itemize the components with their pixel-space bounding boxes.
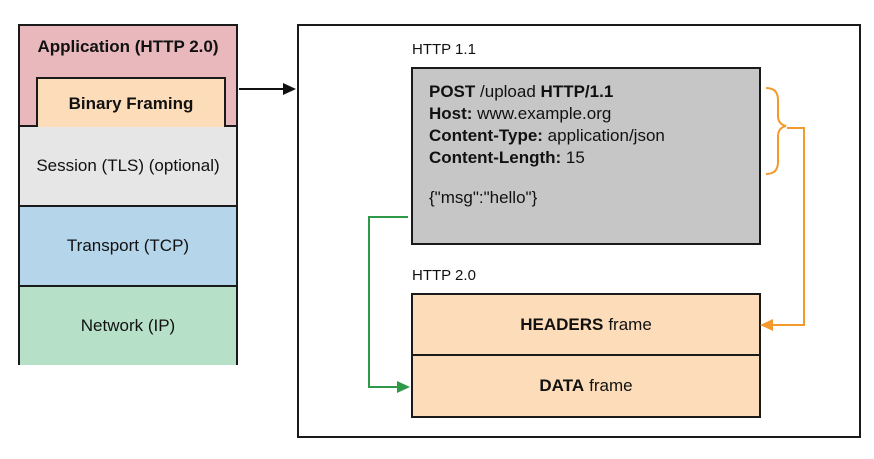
- request-line: POST /upload HTTP/1.1: [429, 81, 759, 103]
- data-arrow-line: [368, 216, 408, 388]
- host-value: www.example.org: [472, 104, 612, 123]
- host-header: Host: www.example.org: [429, 103, 759, 125]
- headers-arrow-line: [772, 127, 805, 326]
- content-length-value: 15: [561, 148, 585, 167]
- request-body: {"msg":"hello"}: [429, 188, 538, 207]
- detail-panel: [297, 24, 861, 438]
- protocol-stack: Application (HTTP 2.0) Binary Framing Se…: [18, 24, 238, 365]
- http2-label: HTTP 2.0: [412, 267, 476, 284]
- headers-arrowhead: [760, 319, 773, 331]
- content-length-key: Content-Length:: [429, 148, 562, 167]
- content-type-value: application/json: [542, 126, 665, 145]
- layer-network: Network (IP): [20, 287, 236, 365]
- layer-transport: Transport (TCP): [20, 207, 236, 287]
- http11-label: HTTP 1.1: [412, 41, 476, 58]
- data-frame-label: frame: [589, 376, 633, 395]
- content-length-header: Content-Length: 15: [429, 147, 759, 169]
- host-key: Host:: [429, 104, 473, 123]
- headers-brace: [765, 87, 787, 175]
- stack-to-panel-arrowhead: [283, 83, 296, 95]
- request-version: HTTP/1.1: [540, 82, 614, 101]
- headers-frame-label: frame: [608, 314, 652, 334]
- binary-framing-layer: Binary Framing: [36, 77, 226, 129]
- headers-frame-bold: HEADERS: [520, 314, 604, 334]
- content-type-key: Content-Type:: [429, 126, 543, 145]
- data-arrowhead: [397, 381, 410, 393]
- request-method: POST: [429, 82, 476, 101]
- data-frame-bold: DATA: [539, 376, 585, 395]
- layer-application: Application (HTTP 2.0) Binary Framing: [20, 26, 236, 129]
- http11-request-box: POST /upload HTTP/1.1 Host: www.example.…: [411, 67, 761, 245]
- application-layer-label: Application (HTTP 2.0): [37, 37, 219, 56]
- layer-session: Session (TLS) (optional): [20, 127, 236, 207]
- request-path: /upload: [475, 82, 541, 101]
- content-type-header: Content-Type: application/json: [429, 125, 759, 147]
